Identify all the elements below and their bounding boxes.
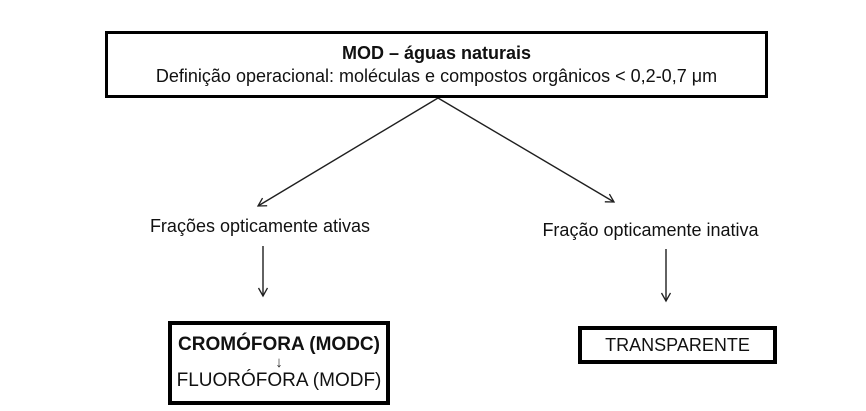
fluorofora-label: FLUORÓFORA (MODF) (176, 370, 382, 391)
cromofora-node-box: CROMÓFORA (MODC) ↓ FLUORÓFORA (MODF) (168, 321, 390, 405)
arrow-root-to-left-branch (258, 97, 439, 206)
arrow-root-to-right-branch (437, 97, 614, 202)
root-node-subtitle: Definição operacional: moléculas e compo… (155, 66, 718, 86)
transparente-label: TRANSPARENTE (605, 334, 750, 355)
down-arrow-icon: ↓ (275, 354, 283, 371)
right-branch-label: Fração opticamente inativa (542, 220, 759, 240)
root-node-title: MOD – águas naturais (341, 43, 532, 63)
cromofora-label: CROMÓFORA (MODC) (178, 334, 380, 355)
transparente-node-box: TRANSPARENTE (578, 326, 777, 364)
root-node-box: MOD – águas naturais Definição operacion… (105, 31, 768, 98)
left-branch-label: Frações opticamente ativas (149, 216, 371, 236)
